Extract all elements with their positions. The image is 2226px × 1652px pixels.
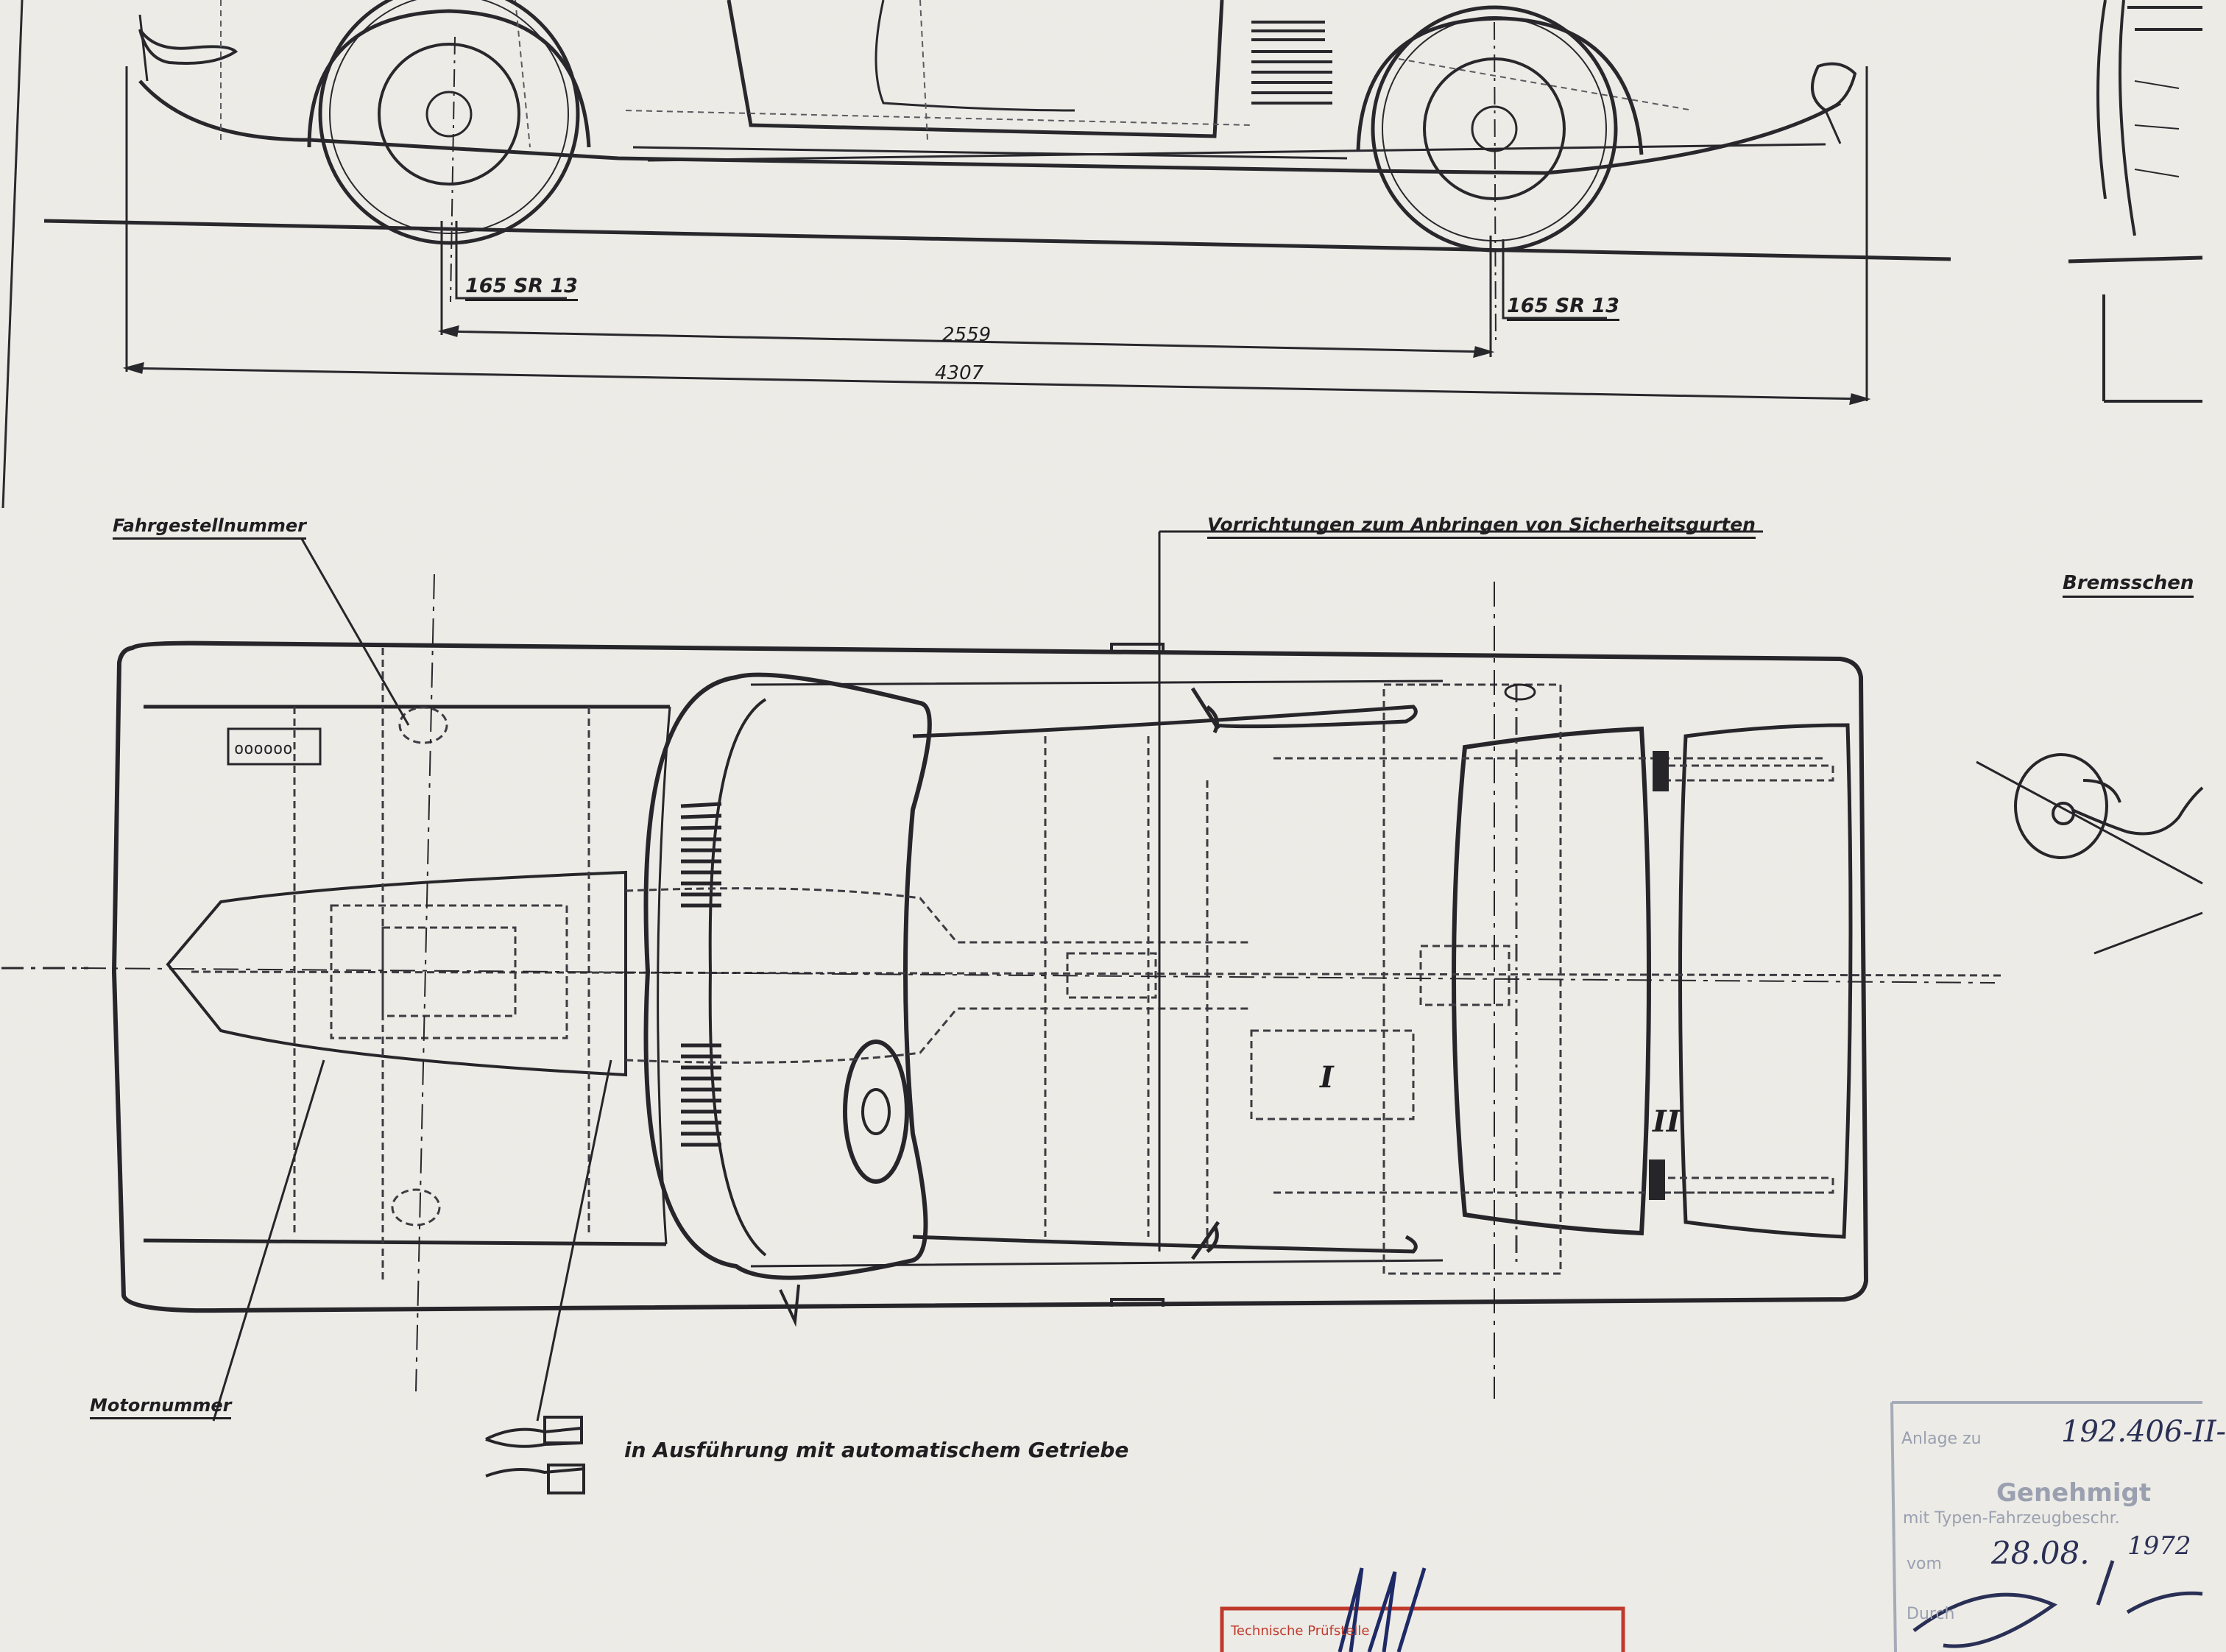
- leader-lines: [212, 530, 2203, 1422]
- tire-size-front: 165 SR 13: [465, 275, 578, 301]
- brake-detail: [2014, 753, 2204, 859]
- wheelbase-dimension: 2559: [942, 324, 992, 346]
- automatic-transmission-note: in Ausführung mit automatischem Getriebe: [624, 1438, 1129, 1462]
- brake-label: Bremsschen: [2063, 572, 2194, 598]
- tire-size-rear: 165 SR 13: [1507, 294, 1619, 321]
- front-wheel: [318, 0, 580, 245]
- hood-louvers: [680, 802, 722, 1147]
- red-stamp-frame: [1220, 1606, 1625, 1652]
- approval-number: 192.406-II-: [2061, 1415, 2226, 1449]
- ground-line: [43, 219, 1951, 261]
- approval-date-year: 1972: [2127, 1531, 2191, 1561]
- vin-plate: [227, 727, 322, 766]
- side-view: [43, 0, 1951, 347]
- red-stamp-text: Technische Prüfstelle: [1231, 1623, 1370, 1639]
- body-outline: [111, 640, 1869, 1313]
- rear-view-partial: [2068, 0, 2203, 403]
- automatic-parts: [485, 1416, 586, 1494]
- marker-ii: II: [1653, 1104, 1681, 1139]
- stamp-von: vom: [1907, 1555, 1942, 1573]
- sheet-border: [1, 0, 88, 970]
- seatbelt-mount-label: Vorrichtungen zum Anbringen von Sicherhe…: [1207, 514, 1756, 539]
- approval-date-day: 28.08.: [1991, 1535, 2090, 1571]
- steering-wheel: [843, 1039, 909, 1184]
- stamp-title: Genehmigt: [1996, 1478, 2152, 1508]
- dimension-lines: [122, 66, 1871, 406]
- chassis-number-label: Fahrgestellnummer: [113, 515, 307, 540]
- stamp-line3: mit Typen-Fahrzeugbeschr.: [1903, 1509, 2120, 1528]
- overall-length-dimension: 4307: [935, 362, 984, 384]
- engine-number-label: Motornummer: [90, 1395, 232, 1419]
- stamp-durch: Durch: [1907, 1605, 1955, 1623]
- cabin-outline: [643, 672, 932, 1280]
- approval-stamp-frame: [1890, 1401, 2202, 1652]
- signature-strokes: [1338, 1560, 2203, 1652]
- side-vents: [1251, 21, 1332, 105]
- rear-window: [1452, 726, 1651, 1236]
- svg-text:oooooo: oooooo: [234, 740, 292, 758]
- stamp-prefix: Anlage zu: [1901, 1430, 1982, 1448]
- marker-i: I: [1320, 1060, 1334, 1095]
- plan-view: oooooo: [80, 573, 2003, 1399]
